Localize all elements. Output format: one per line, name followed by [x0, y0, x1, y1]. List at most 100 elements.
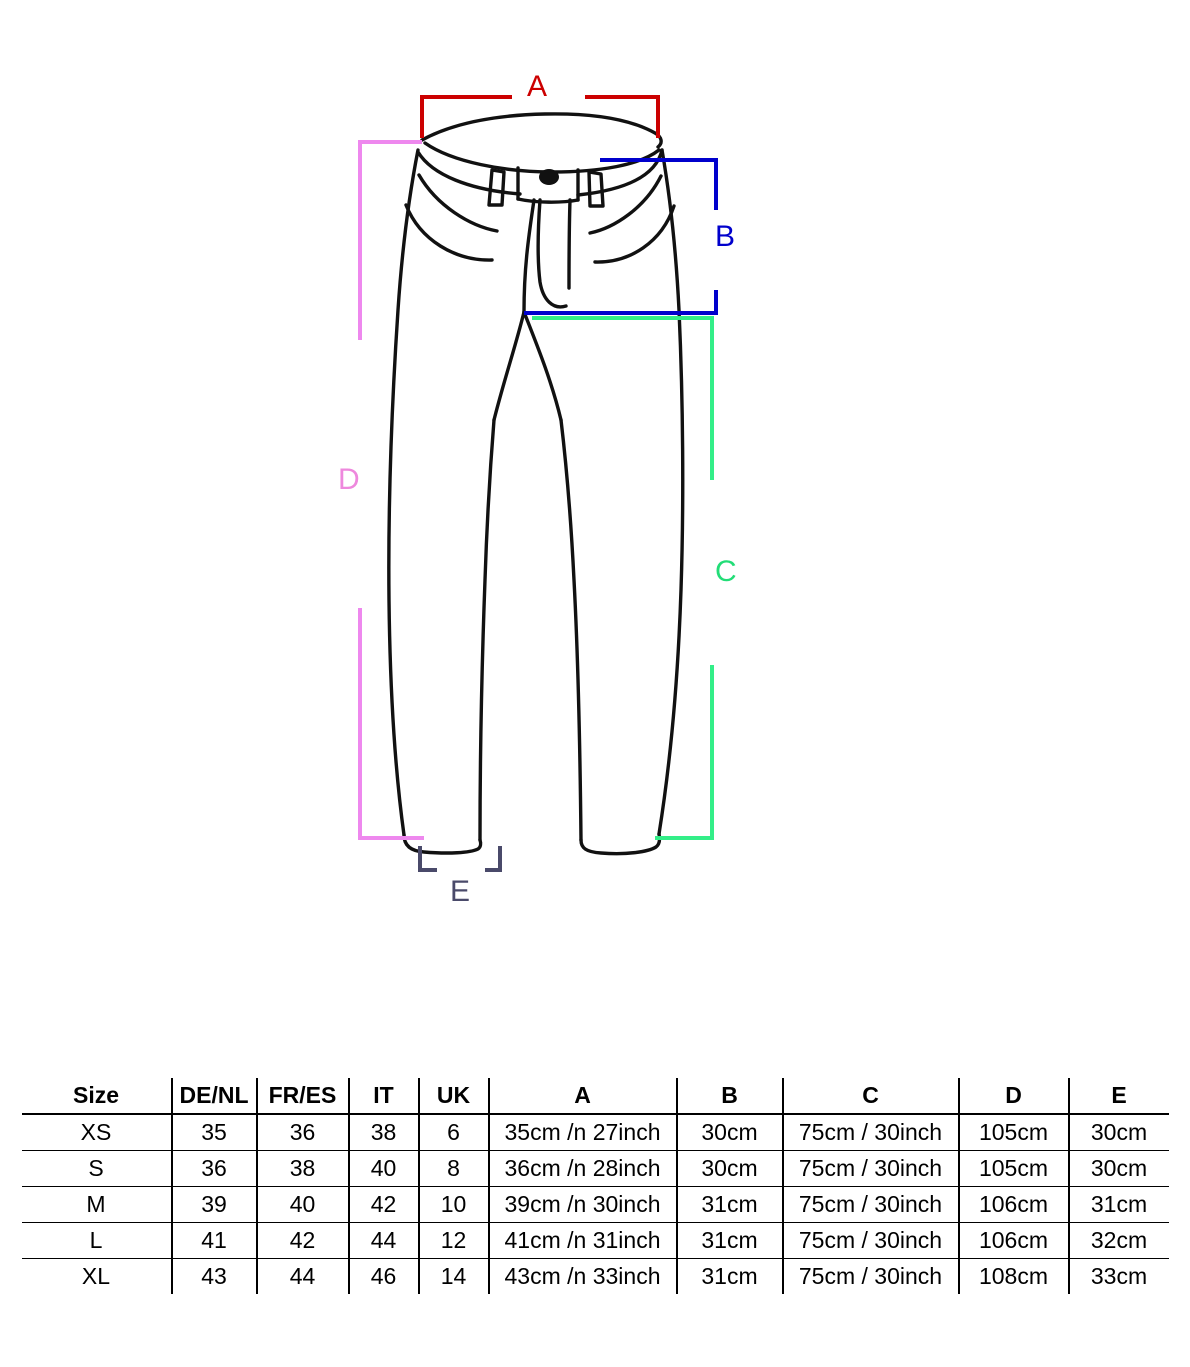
column-header-d: D: [958, 1078, 1070, 1115]
pants-illustration: [358, 95, 718, 872]
cell-it: 42: [348, 1186, 420, 1223]
cell-a: 39cm /n 30inch: [488, 1186, 678, 1223]
cell-it: 46: [348, 1258, 420, 1294]
table-row: S 36 38 40 8 36cm /n 28inch 30cm 75cm / …: [21, 1150, 1169, 1187]
measure-line-E: [418, 846, 502, 872]
measure-line-A: [420, 95, 660, 138]
crotch-right-inner: [522, 310, 563, 422]
cell-c: 75cm / 30inch: [782, 1150, 960, 1187]
measurement-diagram: A B C D E: [338, 70, 737, 908]
table-row: L 41 42 44 12 41cm /n 31inch 31cm 75cm /…: [21, 1222, 1169, 1259]
cell-d: 108cm: [958, 1258, 1070, 1294]
cell-de-nl: 41: [171, 1222, 258, 1259]
cell-size: L: [21, 1222, 173, 1259]
cell-uk: 10: [418, 1186, 490, 1223]
column-header-fr-es: FR/ES: [256, 1078, 350, 1115]
column-header-a: A: [488, 1078, 678, 1115]
cell-de-nl: 36: [171, 1150, 258, 1187]
right-side-seam: [657, 148, 685, 836]
cell-d: 105cm: [958, 1150, 1070, 1187]
table-header-row: Size DE/NL FR/ES IT UK A B C D E: [21, 1078, 1169, 1115]
cell-b: 30cm: [676, 1114, 784, 1151]
diagram-label-e: E: [450, 875, 471, 908]
diagram-label-d: D: [338, 463, 360, 496]
crotch-left-inner: [492, 310, 526, 422]
cell-e: 30cm: [1068, 1114, 1169, 1151]
cell-fr-es: 36: [256, 1114, 350, 1151]
cell-de-nl: 43: [171, 1258, 258, 1294]
left-side-seam: [387, 148, 420, 837]
cell-e: 33cm: [1068, 1258, 1169, 1294]
cell-e: 32cm: [1068, 1222, 1169, 1259]
cell-size: M: [21, 1186, 173, 1223]
column-header-de-nl: DE/NL: [171, 1078, 258, 1115]
fly-outer-seam: [567, 198, 572, 290]
cell-c: 75cm / 30inch: [782, 1186, 960, 1223]
cell-fr-es: 42: [256, 1222, 350, 1259]
cell-uk: 14: [418, 1258, 490, 1294]
cell-b: 30cm: [676, 1150, 784, 1187]
size-chart-table: Size DE/NL FR/ES IT UK A B C D E XS 35 3…: [21, 1078, 1169, 1294]
table-row: XL 43 44 46 14 43cm /n 33inch 31cm 75cm …: [21, 1258, 1169, 1294]
right-leg-inner-seam: [559, 418, 583, 842]
cell-c: 75cm / 30inch: [782, 1114, 960, 1151]
column-header-b: B: [676, 1078, 784, 1115]
table-row: M 39 40 42 10 39cm /n 30inch 31cm 75cm /…: [21, 1186, 1169, 1223]
cell-d: 106cm: [958, 1222, 1070, 1259]
cell-it: 40: [348, 1150, 420, 1187]
belt-loop-right: [587, 170, 605, 208]
waist-button: [539, 169, 559, 185]
left-pocket-seam: [417, 173, 499, 233]
cell-c: 75cm / 30inch: [782, 1258, 960, 1294]
cell-e: 31cm: [1068, 1186, 1169, 1223]
waist-center-bottom: [516, 197, 580, 204]
column-header-it: IT: [348, 1078, 420, 1115]
table-body: XS 35 36 38 6 35cm /n 27inch 30cm 75cm /…: [21, 1114, 1169, 1294]
right-leg-hem: [579, 832, 662, 856]
cell-b: 31cm: [676, 1222, 784, 1259]
cell-fr-es: 40: [256, 1186, 350, 1223]
size-chart-table-container: Size DE/NL FR/ES IT UK A B C D E XS 35 3…: [0, 1078, 1190, 1294]
cell-it: 38: [348, 1114, 420, 1151]
cell-a: 41cm /n 31inch: [488, 1222, 678, 1259]
cell-de-nl: 39: [171, 1186, 258, 1223]
column-header-e: E: [1068, 1078, 1169, 1115]
right-pocket-seam: [588, 174, 663, 235]
cell-fr-es: 44: [256, 1258, 350, 1294]
cell-fr-es: 38: [256, 1150, 350, 1187]
cell-a: 36cm /n 28inch: [488, 1150, 678, 1187]
column-header-uk: UK: [418, 1078, 490, 1115]
column-header-c: C: [782, 1078, 960, 1115]
cell-a: 35cm /n 27inch: [488, 1114, 678, 1151]
cell-uk: 6: [418, 1114, 490, 1151]
waistband-inner-edge: [423, 141, 661, 174]
diagram-label-a: A: [527, 70, 548, 103]
column-header-size: Size: [21, 1078, 173, 1115]
diagram-label-b: B: [715, 220, 736, 253]
cell-uk: 12: [418, 1222, 490, 1259]
belt-loop-left: [487, 168, 506, 207]
measure-line-D: [358, 140, 424, 840]
center-front-seam: [522, 198, 536, 314]
fly-seam: [536, 198, 568, 309]
left-pocket-curve: [404, 203, 494, 262]
left-leg-hem: [402, 833, 483, 855]
cell-size: XL: [21, 1258, 173, 1294]
diagram-label-c: C: [715, 555, 737, 588]
pants-outline-group: [387, 112, 685, 856]
cell-a: 43cm /n 33inch: [488, 1258, 678, 1294]
waistband-top-edge: [420, 112, 663, 149]
cell-de-nl: 35: [171, 1114, 258, 1151]
cell-e: 30cm: [1068, 1150, 1169, 1187]
cell-d: 106cm: [958, 1186, 1070, 1223]
cell-size: XS: [21, 1114, 173, 1151]
left-leg-inner-seam: [478, 418, 496, 842]
waistband-lower-edge-right: [576, 148, 664, 197]
cell-uk: 8: [418, 1150, 490, 1187]
measure-line-B: [524, 158, 718, 315]
cell-d: 105cm: [958, 1114, 1070, 1151]
cell-b: 31cm: [676, 1258, 784, 1294]
cell-b: 31cm: [676, 1186, 784, 1223]
table-row: XS 35 36 38 6 35cm /n 27inch 30cm 75cm /…: [21, 1114, 1169, 1151]
cell-size: S: [21, 1150, 173, 1187]
